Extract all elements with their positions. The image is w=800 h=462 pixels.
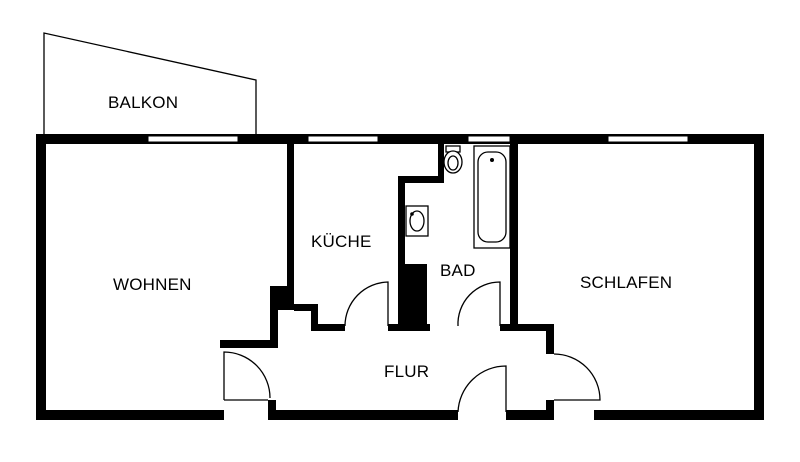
doors [223,281,601,413]
room-label-kueche: KÜCHE [311,232,372,251]
interior-walls [220,134,554,420]
room-label-wohnen: WOHNEN [113,275,192,294]
room-label-schlafen: SCHLAFEN [580,273,672,292]
room-label-flur: FLUR [384,362,429,381]
door-schlafen [553,353,601,401]
outer-walls [36,134,764,420]
door-bad [457,281,501,327]
door-entrance [457,365,507,413]
room-label-bad: BAD [440,261,476,280]
bathroom-fixtures [405,145,511,249]
room-label-balkon: BALKON [108,93,178,112]
windows [147,135,689,143]
door-wohnen [223,351,271,400]
sink-icon [405,205,429,237]
balcony-outline [43,32,257,136]
toilet-icon [443,145,463,174]
bathtub-icon [473,145,511,249]
door-kueche [344,281,389,327]
